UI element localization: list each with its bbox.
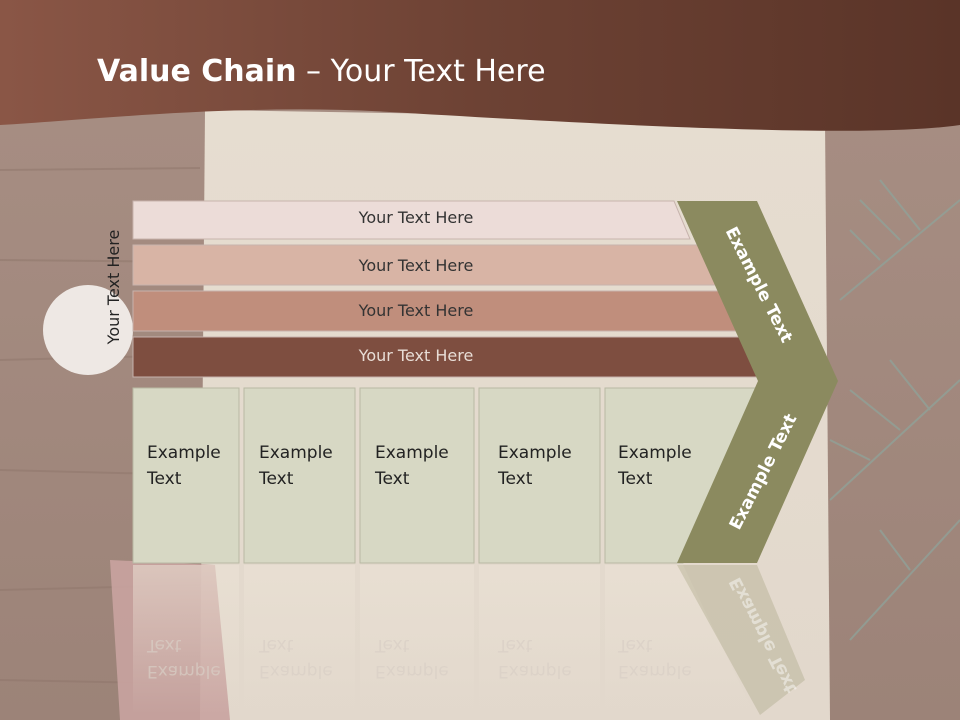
cell-1-text: Example Text: [147, 443, 221, 489]
title-rest: – Your Text Here: [296, 54, 546, 89]
cell-4-reflection: Example Text: [498, 635, 572, 681]
bar-2-text: Your Text Here: [358, 256, 474, 275]
cell-4-text: Example Text: [498, 443, 572, 489]
side-label: Your Text Here: [104, 229, 123, 345]
bar-4-text: Your Text Here: [358, 346, 474, 365]
cell-1-reflection: Example Text: [147, 635, 221, 681]
bar-3-text: Your Text Here: [358, 301, 474, 320]
cell-2-reflection: Example Text: [259, 635, 333, 681]
cell-3-text: Example Text: [375, 443, 449, 489]
title-bold: Value Chain: [97, 54, 297, 89]
cell-5-reflection: Example Text: [618, 635, 692, 681]
bar-1-text: Your Text Here: [358, 208, 474, 227]
cell-5-text: Example Text: [618, 443, 692, 489]
cell-2-text: Example Text: [259, 443, 333, 489]
cell-3-reflection: Example Text: [375, 635, 449, 681]
page-title: Value Chain – Your Text Here: [97, 54, 546, 89]
